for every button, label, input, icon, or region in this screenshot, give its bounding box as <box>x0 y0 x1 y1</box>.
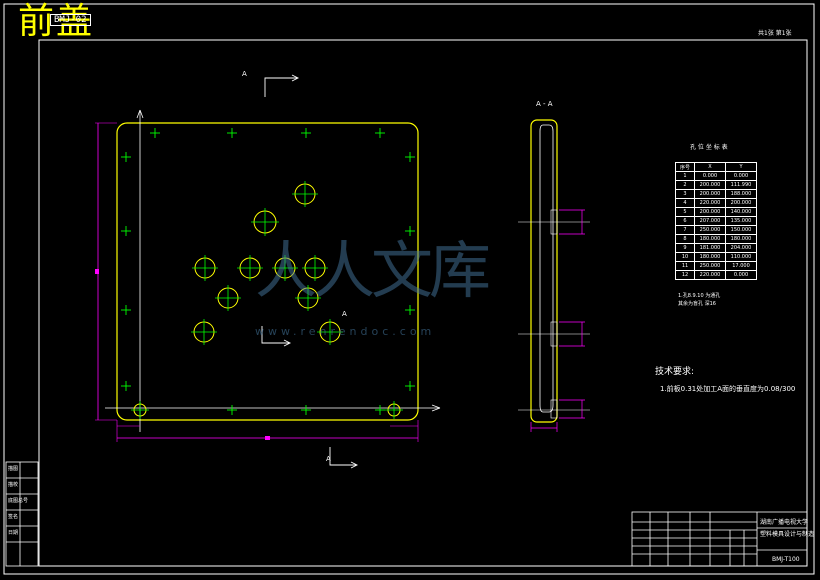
hole-table-cell: 0.000 <box>694 171 726 181</box>
hole-note-line: 其余为盲孔 深16 <box>678 301 716 307</box>
center-marks <box>121 128 415 415</box>
hole-table-cell: 220.000 <box>694 198 726 208</box>
strip-label: 描图 <box>8 466 19 472</box>
hole-note-line: 1.孔8.9.10 为通孔 <box>678 293 721 299</box>
title-block <box>631 511 808 567</box>
title-block-project: 塑料模具设计与制造 <box>760 531 815 538</box>
strip-label: 底图总号 <box>8 498 29 504</box>
hole-table-cell: 0.000 <box>725 171 757 181</box>
hole-table-cell: 10 <box>675 252 695 262</box>
hole-table-cell: 2 <box>675 180 695 190</box>
hole-table-cell: 180.000 <box>694 252 726 262</box>
drawing-number: BMJ-02 <box>50 14 91 26</box>
left-strip <box>5 461 39 567</box>
strip-label: 描校 <box>8 482 19 488</box>
inner-frame <box>38 39 808 567</box>
hole-table-cell: 188.000 <box>725 189 757 199</box>
title-block-code: BMJ-T100 <box>772 556 800 563</box>
hole-table-cell: 3 <box>675 189 695 199</box>
hole-table-cell: 181.000 <box>694 243 726 253</box>
hole-table-cell: 220.000 <box>694 270 726 280</box>
sheet-label: 共1张 第1张 <box>758 30 792 37</box>
hole-table-cell: 0.000 <box>725 270 757 280</box>
outer-frame <box>3 3 815 575</box>
view-arrows <box>261 74 359 469</box>
hole-table-cell: 207.000 <box>694 216 726 226</box>
drawing-heading: 前盖 <box>18 1 95 42</box>
front-view <box>95 109 441 442</box>
hole-table-cell: 9 <box>675 243 695 253</box>
tech-req-title: 技术要求: <box>655 367 695 377</box>
hole-table-cell: 200.000 <box>694 189 726 199</box>
hole-table-cell: 6 <box>675 216 695 226</box>
watermark-url: www.renrendoc.com <box>255 325 436 338</box>
hole-table-header: 序号 <box>675 162 695 172</box>
hole-table-title: 孔 位 坐 标 表 <box>690 144 728 151</box>
hole-table-cell: 180.000 <box>725 234 757 244</box>
hole-table-cell: 135.000 <box>725 216 757 226</box>
strip-label: 日期 <box>8 530 19 536</box>
hole-table-cell: 204.000 <box>725 243 757 253</box>
hole-table-note: 1.孔8.9.10 为通孔 其余为盲孔 深16 <box>678 292 720 308</box>
section-label: A - A <box>536 100 553 108</box>
tech-req-text: 1.前板0.31处加工A面的垂直度为0.08/300 <box>660 385 796 393</box>
hole-table-cell: 7 <box>675 225 695 235</box>
hole-table-cell: 5 <box>675 207 695 217</box>
hole-table-cell: 140.000 <box>725 207 757 217</box>
left-strip-labels: 描图 描校 底图总号 签名 日期 <box>8 463 28 543</box>
hole-table-cell: 250.000 <box>694 261 726 271</box>
hole-table-cell: 110.000 <box>725 252 757 262</box>
hole-table-cell: 200.000 <box>694 207 726 217</box>
hole-table-cell: 1 <box>675 171 695 181</box>
hole-table-cell: 111.990 <box>725 180 757 190</box>
hole-table-cell: 150.000 <box>725 225 757 235</box>
plate-outline <box>116 122 419 421</box>
view-label-a-mid: A <box>342 310 347 318</box>
hole-table-cell: 4 <box>675 198 695 208</box>
hole-table-cell: 180.000 <box>694 234 726 244</box>
section-view <box>518 119 590 432</box>
view-label-a-top: A <box>242 70 247 78</box>
hole-table-cell: 11 <box>675 261 695 271</box>
hole-table-cell: 12 <box>675 270 695 280</box>
hole-table-header: X <box>694 162 726 172</box>
view-label-a-bottom: A <box>326 455 331 463</box>
hole-table-cell: 200.000 <box>725 198 757 208</box>
hole-table-cell: 200.000 <box>694 180 726 190</box>
hole-table-cell: 250.000 <box>694 225 726 235</box>
hole-table-header: Y <box>725 162 757 172</box>
holes <box>131 181 403 419</box>
title-block-school: 湖南广播电视大学 <box>760 519 809 526</box>
section-outline <box>530 119 558 423</box>
watermark: 人人文库 <box>255 234 491 307</box>
hole-table-cell: 17.000 <box>725 261 757 271</box>
hole-table-cell: 8 <box>675 234 695 244</box>
strip-label: 签名 <box>8 514 19 520</box>
